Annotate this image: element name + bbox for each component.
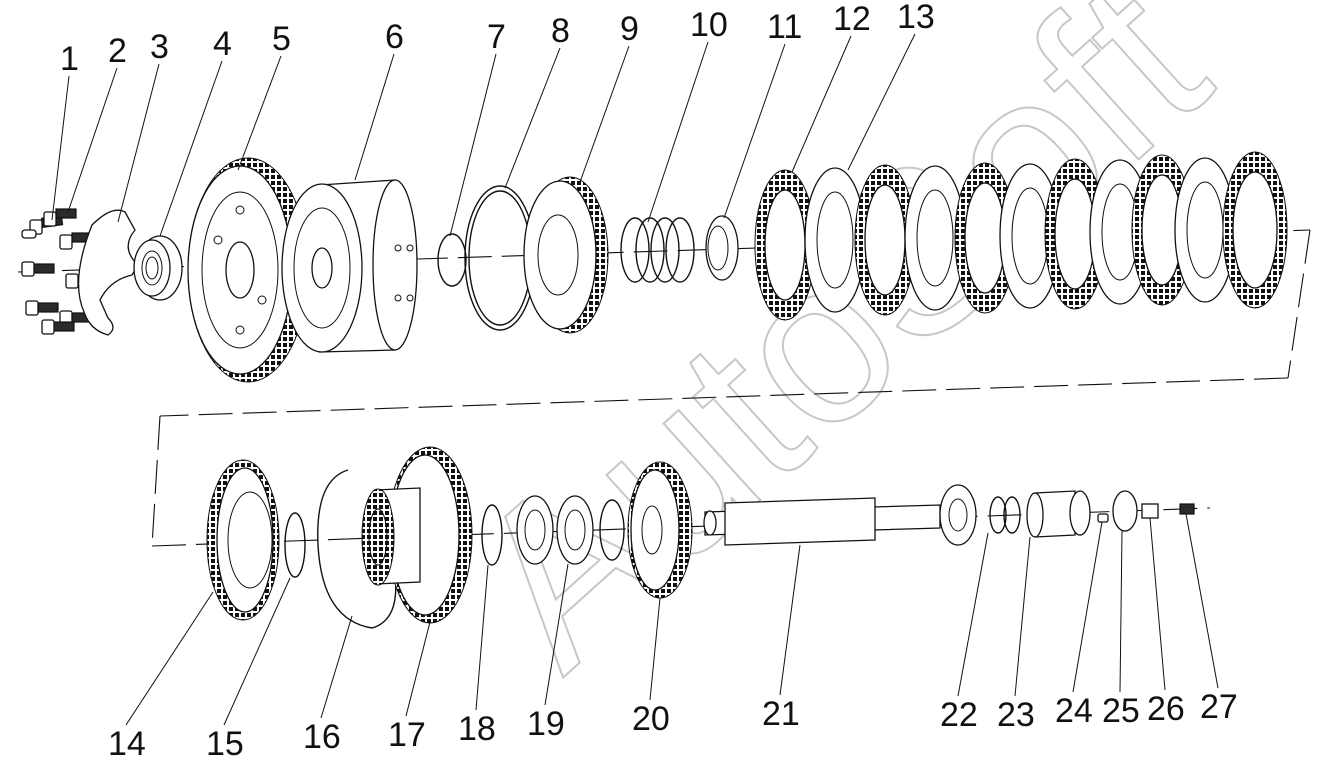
callout-23: 23 [997,696,1035,734]
leader-line-11 [723,43,786,219]
leader-line-27 [1185,513,1219,689]
leader-line-10 [647,41,709,223]
callout-12: 12 [833,0,871,38]
snap-ring-18 [481,504,503,566]
disc-14 [206,459,280,621]
piston-9 [523,176,609,334]
leader-line-15 [223,577,291,726]
leader-line-24 [1072,521,1103,693]
leader-line-18 [475,564,489,711]
callout-1: 1 [60,40,79,78]
callout-3: 3 [150,28,169,66]
callout-11: 11 [767,8,802,46]
callout-10: 10 [690,6,728,44]
leader-line-8 [504,47,561,189]
leader-lines [51,33,1219,726]
shaft-21 [703,497,941,546]
callout-16: 16 [303,718,341,756]
callout-2: 2 [108,32,127,70]
leader-line-2 [67,67,118,213]
o-ring-7 [437,233,467,287]
callout-24: 24 [1055,692,1093,730]
callout-18: 18 [458,710,496,748]
callout-17: 17 [388,716,426,754]
leader-line-20 [649,597,661,701]
leader-line-3 [117,63,160,223]
leader-line-25 [1119,530,1123,693]
gear-20 [627,461,693,599]
gear-17 [361,446,473,624]
bearing-22 [939,484,1021,546]
leader-line-21 [779,544,801,696]
leader-line-14 [125,591,214,726]
callout-22: 22 [940,696,978,734]
callout-5: 5 [272,20,291,58]
callout-27: 27 [1200,688,1238,726]
spring-10 [620,217,695,283]
callout-4: 4 [213,25,232,63]
leader-line-5 [237,55,282,171]
plate-25 [1112,490,1138,532]
bearings-19 [516,495,625,565]
bolt-27 [1179,503,1195,515]
leader-line-6 [354,53,395,181]
callout-13: 13 [897,0,935,36]
leader-line-7 [449,53,497,237]
leader-line-19 [544,563,569,706]
leader-line-12 [791,35,852,173]
callout-6: 6 [385,18,404,56]
callout-20: 20 [632,700,670,738]
leader-line-26 [1149,517,1166,691]
leader-line-4 [159,60,223,237]
washer-26 [1141,503,1159,519]
leader-line-22 [957,532,989,697]
clutch-drum-6 [281,179,418,353]
callout-14: 14 [108,725,146,763]
leader-line-13 [847,33,916,171]
leader-line-16 [320,615,353,719]
callout-25: 25 [1102,692,1140,730]
clutch-pack [754,151,1288,321]
retainer-11 [705,215,739,281]
leader-line-17 [405,621,431,717]
callout-21: 21 [762,695,800,733]
snap-ring-15 [284,512,306,578]
lock-plate [77,209,139,336]
bearing-4 [133,235,183,301]
sleeve-23 [1026,490,1091,538]
circlip-16 [317,469,397,629]
callout-19: 19 [527,705,565,743]
callout-26: 26 [1147,690,1185,728]
callout-15: 15 [206,725,244,763]
callout-7: 7 [487,18,506,56]
callout-9: 9 [620,10,639,48]
callout-8: 8 [551,12,570,50]
pin-24 [1097,513,1109,523]
large-gear-5 [187,157,309,383]
leader-line-1 [51,75,70,221]
watermark-text: AutoSoft [424,0,1252,714]
leader-line-23 [1014,536,1031,697]
leader-line-9 [579,45,630,183]
